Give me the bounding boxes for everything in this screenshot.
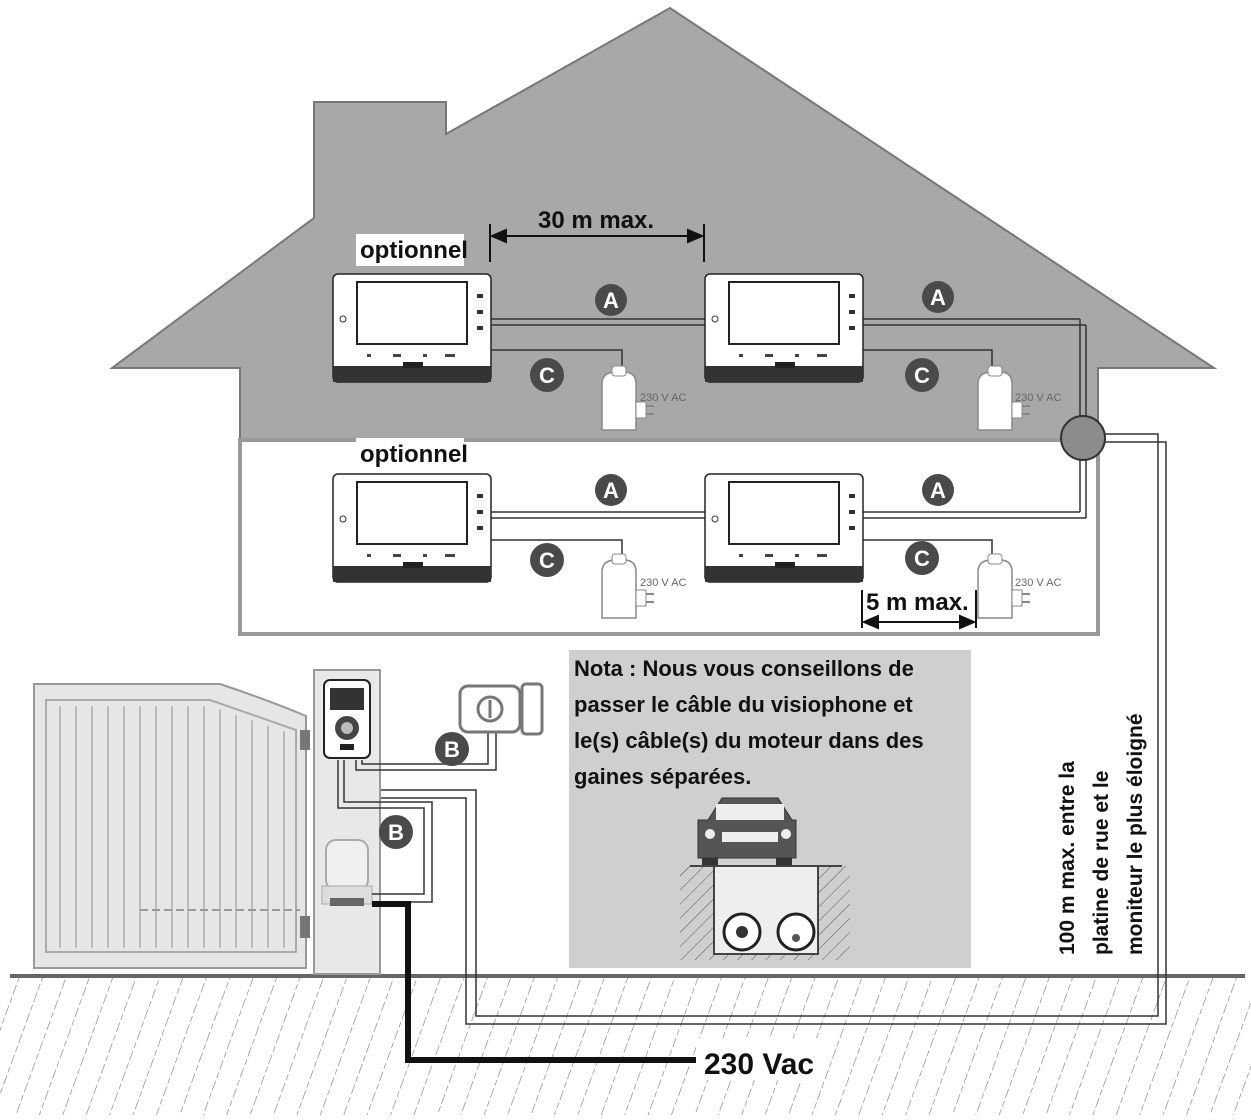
monitor-lower-left bbox=[332, 473, 492, 583]
nota-line: Nota : Nous vous conseillons de bbox=[574, 656, 914, 681]
monitor-lower-right bbox=[704, 473, 864, 583]
cable-badge-b: B bbox=[379, 815, 413, 849]
electric-lock bbox=[458, 682, 544, 736]
distance-100m-note: 100 m max. entre la platine de rue et le… bbox=[1056, 713, 1147, 955]
house-roof-floor bbox=[108, 6, 1218, 441]
psu-label: 230 V AC bbox=[640, 392, 687, 404]
svg-text:B: B bbox=[388, 820, 404, 845]
cable-b-motor bbox=[337, 760, 433, 903]
gate-hinge bbox=[300, 916, 310, 938]
svg-text:A: A bbox=[930, 478, 946, 503]
nota-line: passer le câble du visiophone et bbox=[574, 692, 913, 717]
cable-badge-a: A bbox=[922, 474, 954, 506]
cable-badge-c: C bbox=[530, 358, 564, 392]
ground bbox=[0, 978, 1251, 1115]
monitor-upper-left bbox=[332, 273, 492, 383]
svg-text:B: B bbox=[444, 737, 460, 762]
vertical-note-line: platine de rue et le bbox=[1090, 771, 1113, 955]
psu-label: 230 V AC bbox=[1015, 392, 1062, 404]
svg-text:C: C bbox=[914, 363, 930, 388]
svg-text:C: C bbox=[539, 548, 555, 573]
optional-label: optionnel bbox=[360, 441, 468, 468]
svg-text:A: A bbox=[930, 285, 946, 310]
cable-badge-c: C bbox=[905, 541, 939, 575]
door-station bbox=[323, 679, 371, 759]
svg-text:A: A bbox=[603, 478, 619, 503]
svg-text:C: C bbox=[914, 546, 930, 571]
dimension-5m bbox=[861, 590, 977, 630]
cable-badge-b: B bbox=[435, 732, 469, 766]
trench-icon bbox=[680, 865, 850, 960]
vertical-note-line: moniteur le plus éloigné bbox=[1124, 713, 1147, 955]
distance-5m-label: 5 m max. bbox=[866, 589, 969, 616]
optional-label: optionnel bbox=[360, 237, 468, 264]
monitor-upper-right bbox=[704, 273, 864, 383]
cable-badge-c: C bbox=[905, 358, 939, 392]
optional-label-bg bbox=[356, 438, 464, 468]
junction-box bbox=[1060, 415, 1106, 461]
cable-badge-a: A bbox=[922, 281, 954, 313]
svg-text:C: C bbox=[539, 363, 555, 388]
nota-line: gaines séparées. bbox=[574, 764, 751, 789]
cable-a-lower bbox=[490, 458, 1087, 519]
optional-label-bg bbox=[356, 234, 464, 266]
svg-text:A: A bbox=[603, 288, 619, 313]
gate-bars bbox=[59, 706, 285, 948]
cable-a-upper bbox=[490, 318, 1087, 420]
cable-b-lock bbox=[355, 732, 497, 771]
car-icon bbox=[697, 797, 797, 866]
psu-label: 230 V AC bbox=[640, 577, 687, 589]
sliding-gate bbox=[33, 683, 307, 969]
cable-badge-a: A bbox=[595, 474, 627, 506]
distance-30m-label: 30 m max. bbox=[538, 207, 654, 234]
gate-hinge bbox=[300, 730, 310, 750]
gate-motor bbox=[321, 839, 373, 906]
cable-badge-c: C bbox=[530, 543, 564, 577]
power-label-bg bbox=[696, 1038, 820, 1080]
cable-badge-a: A bbox=[595, 284, 627, 316]
nota-line: le(s) câble(s) du moteur dans des bbox=[574, 728, 924, 753]
psu-label: 230 V AC bbox=[1015, 577, 1062, 589]
vertical-note-line: 100 m max. entre la bbox=[1056, 761, 1079, 955]
power-cable-230v bbox=[372, 901, 700, 1063]
power-230vac-label: 230 Vac bbox=[704, 1048, 814, 1081]
dimension-30m bbox=[489, 224, 705, 262]
